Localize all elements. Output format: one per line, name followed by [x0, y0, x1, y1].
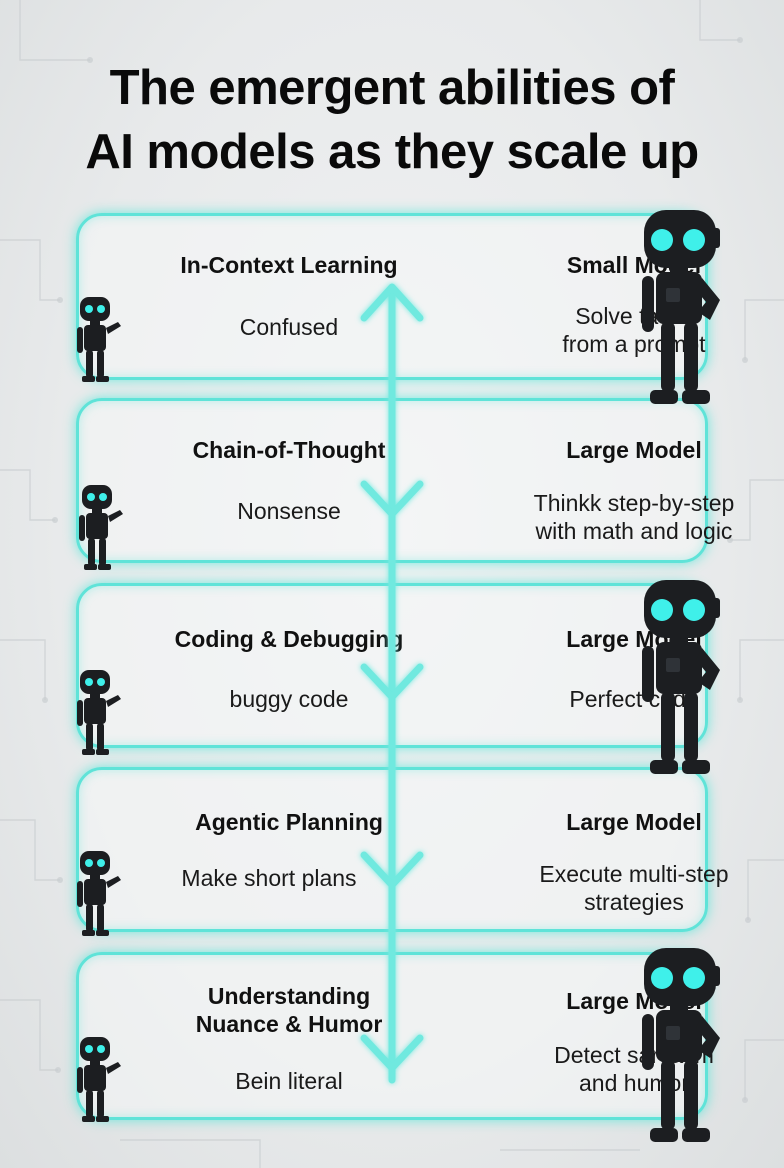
ability-panel-chain-of-thought: Chain-of-Thought Nonsense Large Model Th…	[76, 398, 734, 563]
small-model-result: Nonsense	[237, 498, 341, 524]
ability-title: Chain-of-Thought	[192, 437, 386, 463]
ability-title: Agentic Planning	[195, 809, 383, 835]
small-robot-icon	[77, 297, 121, 382]
ability-panel-coding-debugging: Coding & Debugging buggy code Large Mode…	[76, 583, 708, 748]
small-model-result: Bein literal	[235, 1068, 343, 1094]
model-result-line-2: strategies	[584, 889, 684, 915]
model-result-line-1: Thinkk step-by-step	[533, 490, 735, 516]
small-robot-icon	[77, 1037, 121, 1122]
model-result-line-1: Execute multi-step	[539, 861, 729, 887]
small-robot-icon	[77, 851, 121, 936]
page-title-line-2: AI models as they scale up	[85, 125, 699, 179]
model-size-label: Large Model	[566, 809, 702, 835]
small-model-result: Make short plans	[181, 865, 357, 891]
large-robot-icon	[642, 948, 720, 1142]
ability-title: In-Context Learning	[180, 252, 398, 278]
model-result-line-2: with math and logic	[535, 518, 733, 544]
small-robot-icon	[79, 485, 123, 570]
small-robot-icon	[77, 670, 121, 755]
ability-title: Coding & Debugging	[174, 626, 404, 652]
ability-panel-in-context-learning: In-Context Learning Confused Small Model…	[76, 213, 708, 380]
small-model-result: Confused	[239, 314, 339, 340]
ability-panel-nuance-humor: Understanding Nuance & Humor Bein litera…	[76, 952, 714, 1120]
ability-title-line-1: Understanding	[207, 983, 371, 1009]
model-size-label: Large Model	[566, 437, 702, 463]
large-robot-icon	[642, 210, 720, 404]
small-model-result: buggy code	[229, 686, 349, 712]
ability-panel-agentic-planning: Agentic Planning Make short plans Large …	[76, 767, 729, 932]
model-result-line-2: from a prompt	[562, 331, 706, 357]
large-robot-icon	[642, 580, 720, 774]
page-title-line-1: The emergent abilities of	[109, 61, 675, 115]
ability-title-line-2: Nuance & Humor	[195, 1011, 383, 1037]
